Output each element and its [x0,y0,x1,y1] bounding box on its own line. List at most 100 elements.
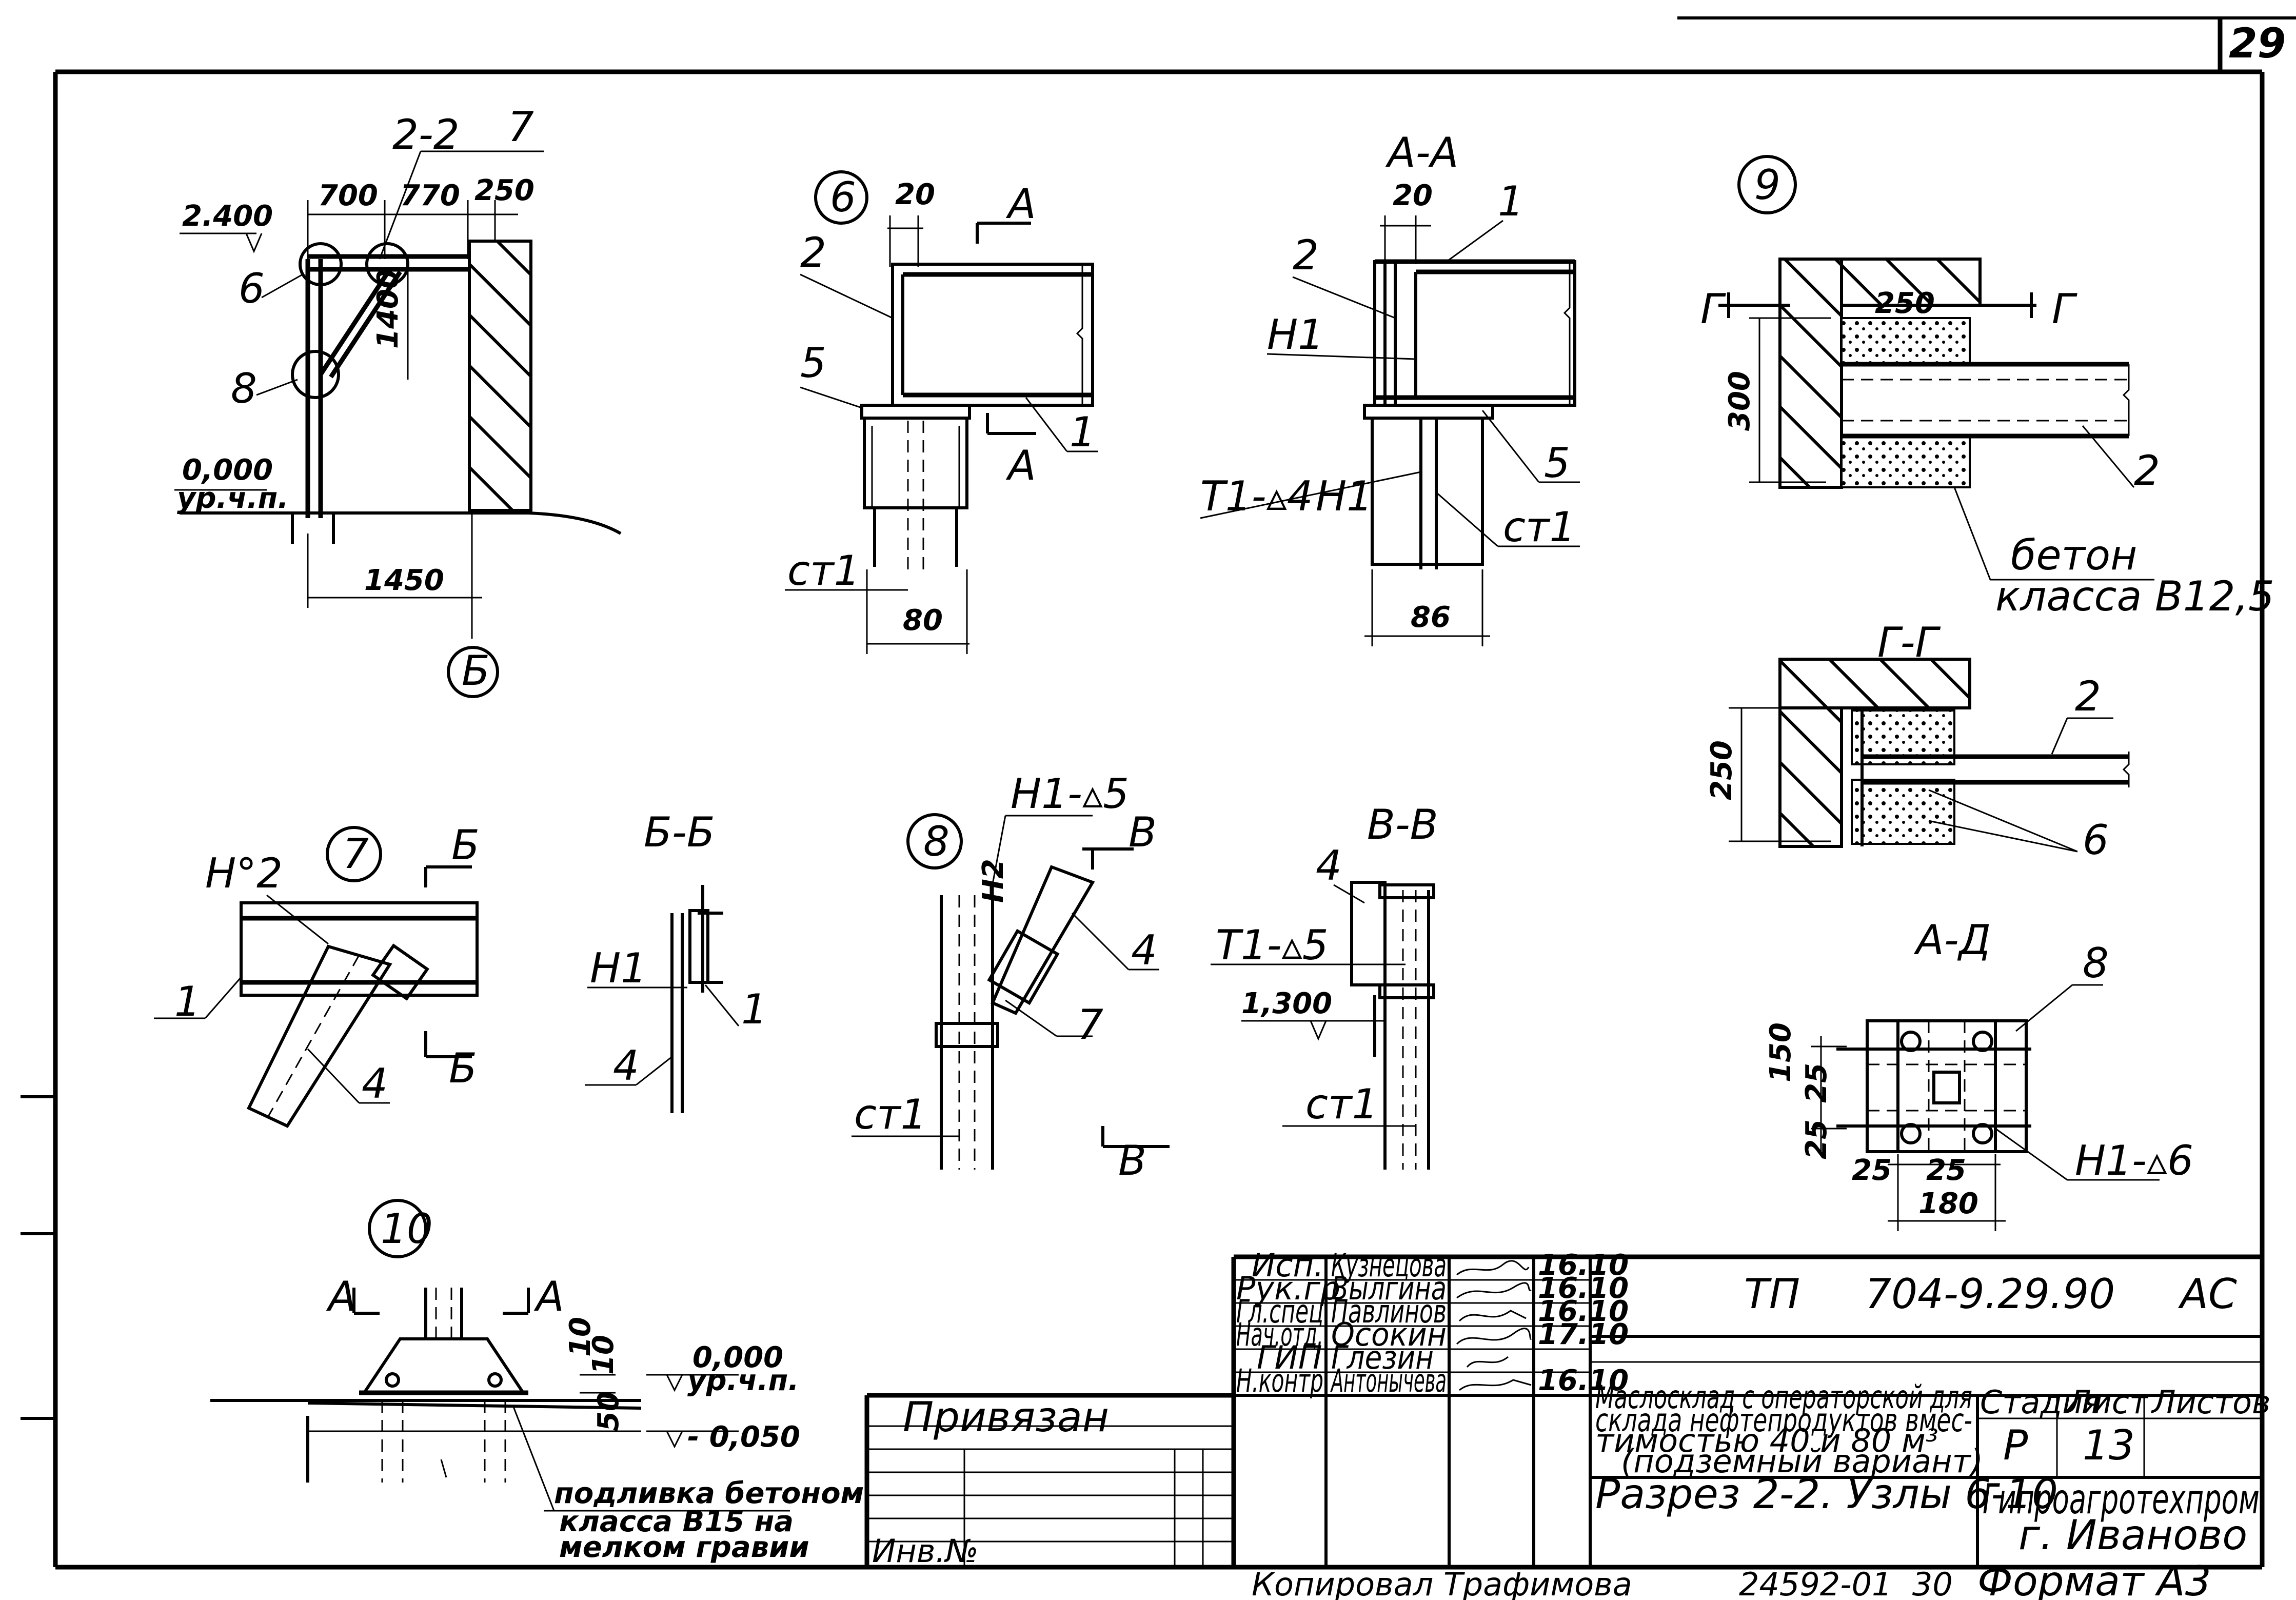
node-8-part-7: 7 [1077,1001,1103,1049]
node-6-number: 6 [830,173,856,221]
section-a-a-part-n1b: Н1 [1316,472,1373,520]
node-7-part-n2: Н°2 [205,850,283,897]
project-line-2: склада нефтепродуктов вмес- [1595,1401,1972,1439]
level-0-000-sub: ур.ч.п. [177,482,289,515]
date-2: 16.10 [1538,1272,1629,1305]
role-ruk: Рук.гр [1236,1270,1340,1307]
section-a-a-dim-86: 86 [1411,601,1451,634]
level-2-400: 2.400 [182,200,273,233]
node-10-cut-a-left: А [326,1273,357,1320]
dim-770: 770 [400,179,460,212]
section-a-a-title: А-А [1385,129,1458,176]
node-8-cut-v-top: В [1129,808,1157,856]
section-g-g-dim-250: 250 [1705,740,1738,800]
date-6: 16.10 [1538,1364,1629,1397]
section-a-a: А-А 20 86 1 2 Н1 5 Т1-▵4 Н1 с [1200,129,1580,646]
section-a-a-part-t1: Т1-▵4 [1200,472,1313,520]
name-4: Осокин [1331,1316,1447,1353]
section-v-v-title: В-В [1367,801,1438,848]
level-0-000: 0,000 [182,453,273,487]
sheet-header: Лист [2066,1384,2149,1421]
project-line-1: Маслосклад с операторской для [1595,1378,1972,1416]
callout-6-label: 6 [239,265,265,312]
node-10-note-3: мелком гравии [559,1531,809,1564]
section-a-a-dim-20: 20 [1393,179,1433,212]
callout-8-label: 8 [231,365,257,412]
section-v-v-level: 1,300 [1241,987,1332,1020]
node-6-cut-a-bottom: А [1005,442,1036,489]
format-label: Формат А3 [1977,1557,2211,1600]
node-9-number: 9 [1754,161,1780,209]
section-a-a-part-1: 1 [1498,177,1524,225]
section-b-b-part-1: 1 [741,985,767,1033]
role-nach: Нач.отд. [1236,1316,1323,1353]
section-a-a-part-5: 5 [1544,439,1570,487]
role-isp: Исп. [1252,1247,1324,1284]
section-a-a-part-n1: Н1 [1267,311,1324,359]
date-3: 16.10 [1538,1295,1629,1328]
node-9-part-2: 2 [2134,447,2160,495]
section-b-b-part-n1: Н1 [590,944,647,992]
node-10-note-1: подливка бетоном [554,1477,864,1510]
section-a-d-title: А-Д [1913,916,1991,964]
callout-7-label: 7 [508,103,534,151]
section-a-d-part-n1: Н1-▵6 [2075,1137,2193,1184]
section-b-b-title: Б-Б [644,808,715,856]
section-a-d-part-8: 8 [2083,939,2109,987]
section-a-d-dim-25b: 25 [1800,1119,1833,1159]
node-8-part-4: 4 [1131,926,1157,974]
section-2-2: 2-2 7 700 770 250 2.400 6 8 1400 [174,103,622,698]
node-9-dim-300: 300 [1723,371,1756,431]
section-g-g: Г-Г 250 2 6 [1705,619,2130,864]
sheet-title: Разрез 2-2. Узлы 6-10 [1595,1470,2058,1518]
name-1: Кузнецова [1331,1247,1447,1284]
role-nkontr: Н.контр [1236,1362,1323,1399]
stage-value: Р [2003,1421,2028,1469]
inv-label: Инв.№ [872,1532,979,1570]
dim-1450: 1450 [364,564,444,597]
node-9: 9 Г Г 250 300 2 бетон класса В12,5 [1700,155,2274,620]
node-8-number: 8 [923,818,949,865]
section-a-d-dim-25a: 25 [1800,1063,1833,1103]
order-number: 24592-01 30 [1739,1566,1953,1600]
name-5: Глезин [1331,1339,1434,1376]
node-6: 6 20 А А 80 2 5 1 [785,170,1098,654]
date-4: 17.10 [1538,1318,1629,1351]
sheet-frame [21,16,2296,1570]
node-7-cut-b-bottom: Б [449,1044,477,1092]
dim-700: 700 [318,179,378,212]
node-10-level-minus: - 0,050 [687,1420,800,1454]
node-10-note-2: класса В15 на [559,1505,794,1538]
node-6-cut-a-top: А [1005,180,1036,228]
node-10-level-zero: 0,000 [692,1341,783,1374]
role-gl: Гл.спец [1236,1293,1323,1330]
section-g-g-part-2: 2 [2075,673,2101,720]
node-8-part-ct1: ст1 [854,1091,926,1138]
attached-label: Привязан [903,1393,1109,1441]
node-7: 7 Б Б Н°2 1 4 [154,821,480,1128]
copied-by: Копировал Трафимова [1252,1566,1632,1600]
section-a-d-dim-180: 180 [1918,1187,1978,1220]
node-10-dim-50: 50 [592,1391,625,1431]
node-7-part-4: 4 [362,1060,388,1108]
section-a-d-dim-25c: 25 [1852,1154,1892,1187]
section-b-b-part-4: 4 [613,1042,639,1090]
name-6: Антонычева [1330,1362,1447,1399]
section-v-v-part-4: 4 [1316,842,1342,890]
node-9-cut-g-right: Г [2052,285,2077,333]
doc-code: ТП 704-9.29.90 АС [1744,1270,2237,1318]
sheet-value: 13 [2083,1421,2135,1469]
name-3: Павлинов [1331,1293,1447,1330]
section-a-d-dim-150: 150 [1764,1022,1797,1082]
axis-b-label: Б [462,647,490,695]
node-10-dim-10a: 10 [564,1317,597,1357]
node-9-cut-g-left: Г [1700,285,1726,333]
stage-header: Стадия [1980,1384,2102,1421]
node-6-part-5: 5 [800,339,826,387]
node-10-number: 10 [381,1205,433,1253]
project-line-4: (подземный вариант) [1621,1443,1983,1480]
node-7-cut-b-top: Б [451,821,480,869]
section-v-v-part-ct1: ст1 [1305,1080,1378,1128]
node-6-dim-80: 80 [903,604,943,637]
